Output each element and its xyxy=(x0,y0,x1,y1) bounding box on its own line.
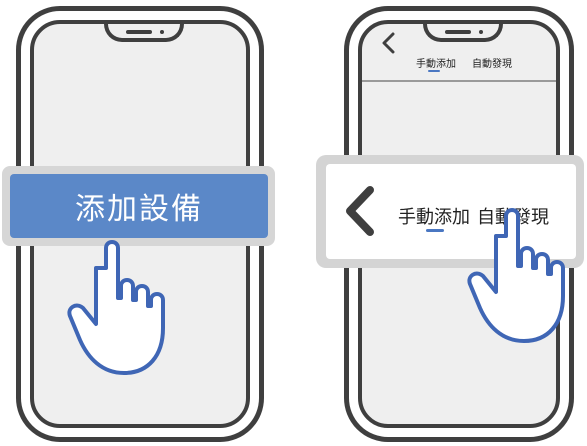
right-phone-header: 手動添加 自動發現 xyxy=(362,24,556,82)
add-device-button[interactable]: 添加設備 xyxy=(10,174,268,238)
tab-manual-add[interactable]: 手動添加 xyxy=(416,59,456,70)
back-chevron-icon[interactable] xyxy=(340,182,380,240)
hand-pointer-icon xyxy=(67,240,165,375)
active-tab-indicator xyxy=(428,70,440,72)
right-phone-camera xyxy=(479,30,483,34)
back-chevron-icon[interactable] xyxy=(380,32,398,54)
left-phone-speaker xyxy=(126,30,152,34)
right-phone-speaker xyxy=(445,30,471,34)
left-phone-camera xyxy=(160,30,164,34)
callout-tab-manual-add[interactable]: 手動添加 xyxy=(398,207,470,228)
callout-active-tab-indicator xyxy=(426,229,444,232)
tab-auto-discover[interactable]: 自動發現 xyxy=(472,59,512,70)
tab-bar-panel xyxy=(326,164,576,259)
hand-pointer-icon xyxy=(467,208,565,343)
